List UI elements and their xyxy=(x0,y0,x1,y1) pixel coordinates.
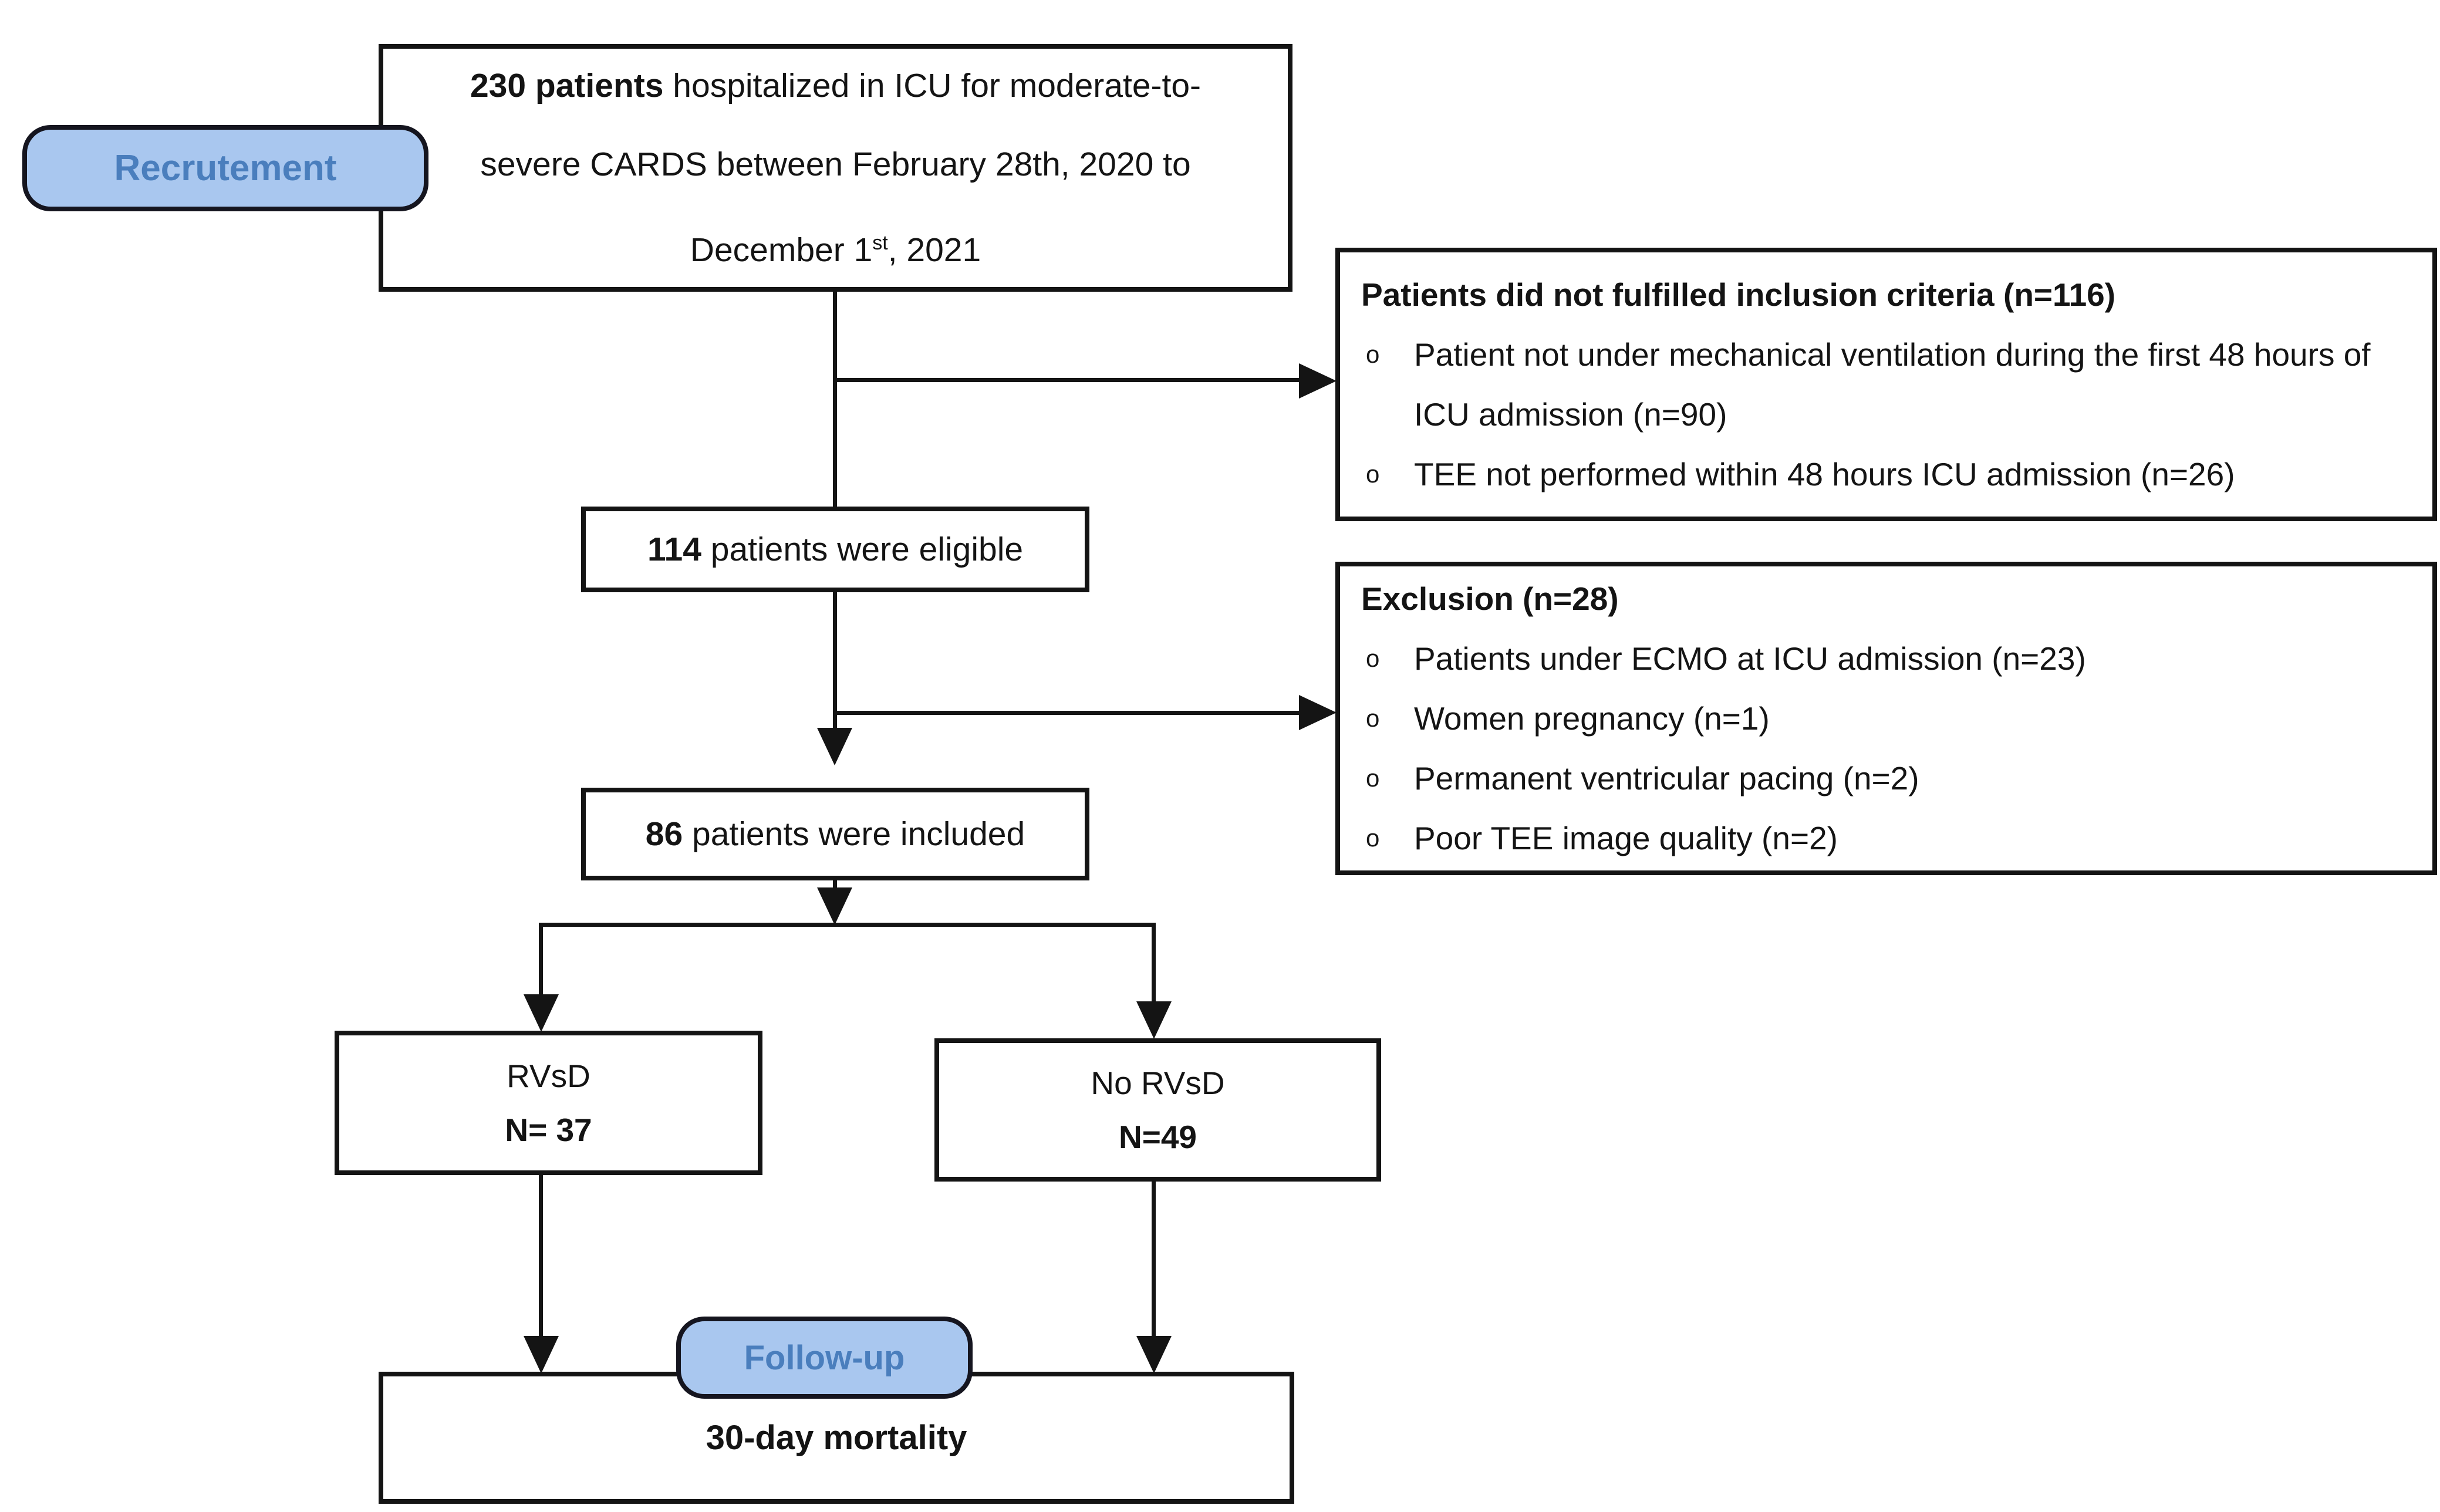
arrowhead-mortality-right xyxy=(1136,1336,1172,1373)
bullet-circle-icon: o xyxy=(1366,824,1380,852)
no-rvsd-group-box: No RVsD N=49 xyxy=(934,1038,1381,1182)
rvsd-group-box: RVsD N= 37 xyxy=(335,1031,762,1175)
list-item: o TEE not performed within 48 hours ICU … xyxy=(1361,444,2403,504)
no-rvsd-count: N=49 xyxy=(1118,1119,1197,1155)
not-fulfilled-criteria-box: Patients did not fulfilled inclusion cri… xyxy=(1335,248,2437,521)
arrowhead-exclusion xyxy=(1299,695,1337,730)
arrowhead-no-rvsd xyxy=(1136,1001,1172,1039)
no-rvsd-label: No RVsD xyxy=(1091,1065,1225,1101)
recruitment-stage-text: Recrutement xyxy=(114,148,337,188)
list-item: o Patients under ECMO at ICU admission (… xyxy=(1361,629,2403,689)
included-patients-box: 86 patients were included xyxy=(581,788,1089,880)
exclusion-box: Exclusion (n=28) o Patients under ECMO a… xyxy=(1335,562,2437,875)
connector-split-to-rvsd xyxy=(539,924,543,998)
bullet-circle-icon: o xyxy=(1366,340,1380,368)
connector-eligible-to-included xyxy=(833,590,837,731)
eligible-text: 114 patients were eligible xyxy=(647,531,1024,568)
rvsd-label: RVsD xyxy=(507,1058,590,1094)
connector-split-bar xyxy=(539,923,1156,927)
connector-split-to-no-rvsd xyxy=(1152,924,1156,1005)
bullet-circle-icon: o xyxy=(1366,704,1380,732)
bullet-circle-icon: o xyxy=(1366,460,1380,488)
recruited-line-2: severe CARDS between February 28th, 2020… xyxy=(480,146,1191,183)
mortality-text: 30-day mortality xyxy=(706,1419,967,1457)
included-text: 86 patients were included xyxy=(645,815,1025,853)
followup-stage-text: Follow-up xyxy=(744,1338,905,1377)
arrowhead-included xyxy=(817,728,852,765)
connector-rvsd-to-mortality xyxy=(539,1173,543,1339)
arrowhead-split xyxy=(817,887,852,925)
recruited-patients-box: 230 patients hospitalized in ICU for mod… xyxy=(379,44,1292,292)
eligible-patients-box: 114 patients were eligible xyxy=(581,507,1089,592)
not-fulfilled-title: Patients did not fulfilled inclusion cri… xyxy=(1361,276,2116,313)
list-item: o Poor TEE image quality (n=2) xyxy=(1361,808,2403,868)
recruitment-stage-label: Recrutement xyxy=(22,125,428,211)
followup-stage-label: Follow-up xyxy=(676,1317,973,1399)
bullet-circle-icon: o xyxy=(1366,764,1380,792)
connector-branch-exclusion xyxy=(835,711,1301,715)
list-item: o Women pregnancy (n=1) xyxy=(1361,689,2403,748)
rvsd-count: N= 37 xyxy=(505,1112,592,1148)
connector-included-to-split xyxy=(833,879,837,893)
bullet-circle-icon: o xyxy=(1366,644,1380,672)
list-item: o Patient not under mechanical ventilati… xyxy=(1361,325,2403,444)
connector-no-rvsd-to-mortality xyxy=(1152,1180,1156,1339)
arrowhead-not-fulfilled xyxy=(1299,363,1337,399)
recruited-line-3: December 1st, 2021 xyxy=(690,231,981,269)
exclusion-title: Exclusion (n=28) xyxy=(1361,580,1619,617)
recruited-line-1: 230 patients hospitalized in ICU for mod… xyxy=(470,67,1202,104)
connector-top-to-eligible xyxy=(833,291,837,508)
list-item: o Permanent ventricular pacing (n=2) xyxy=(1361,748,2403,808)
connector-branch-not-fulfilled xyxy=(835,378,1301,382)
arrowhead-rvsd xyxy=(524,994,559,1032)
mortality-outcome-box: 30-day mortality xyxy=(379,1372,1294,1504)
arrowhead-mortality-left xyxy=(524,1336,559,1373)
